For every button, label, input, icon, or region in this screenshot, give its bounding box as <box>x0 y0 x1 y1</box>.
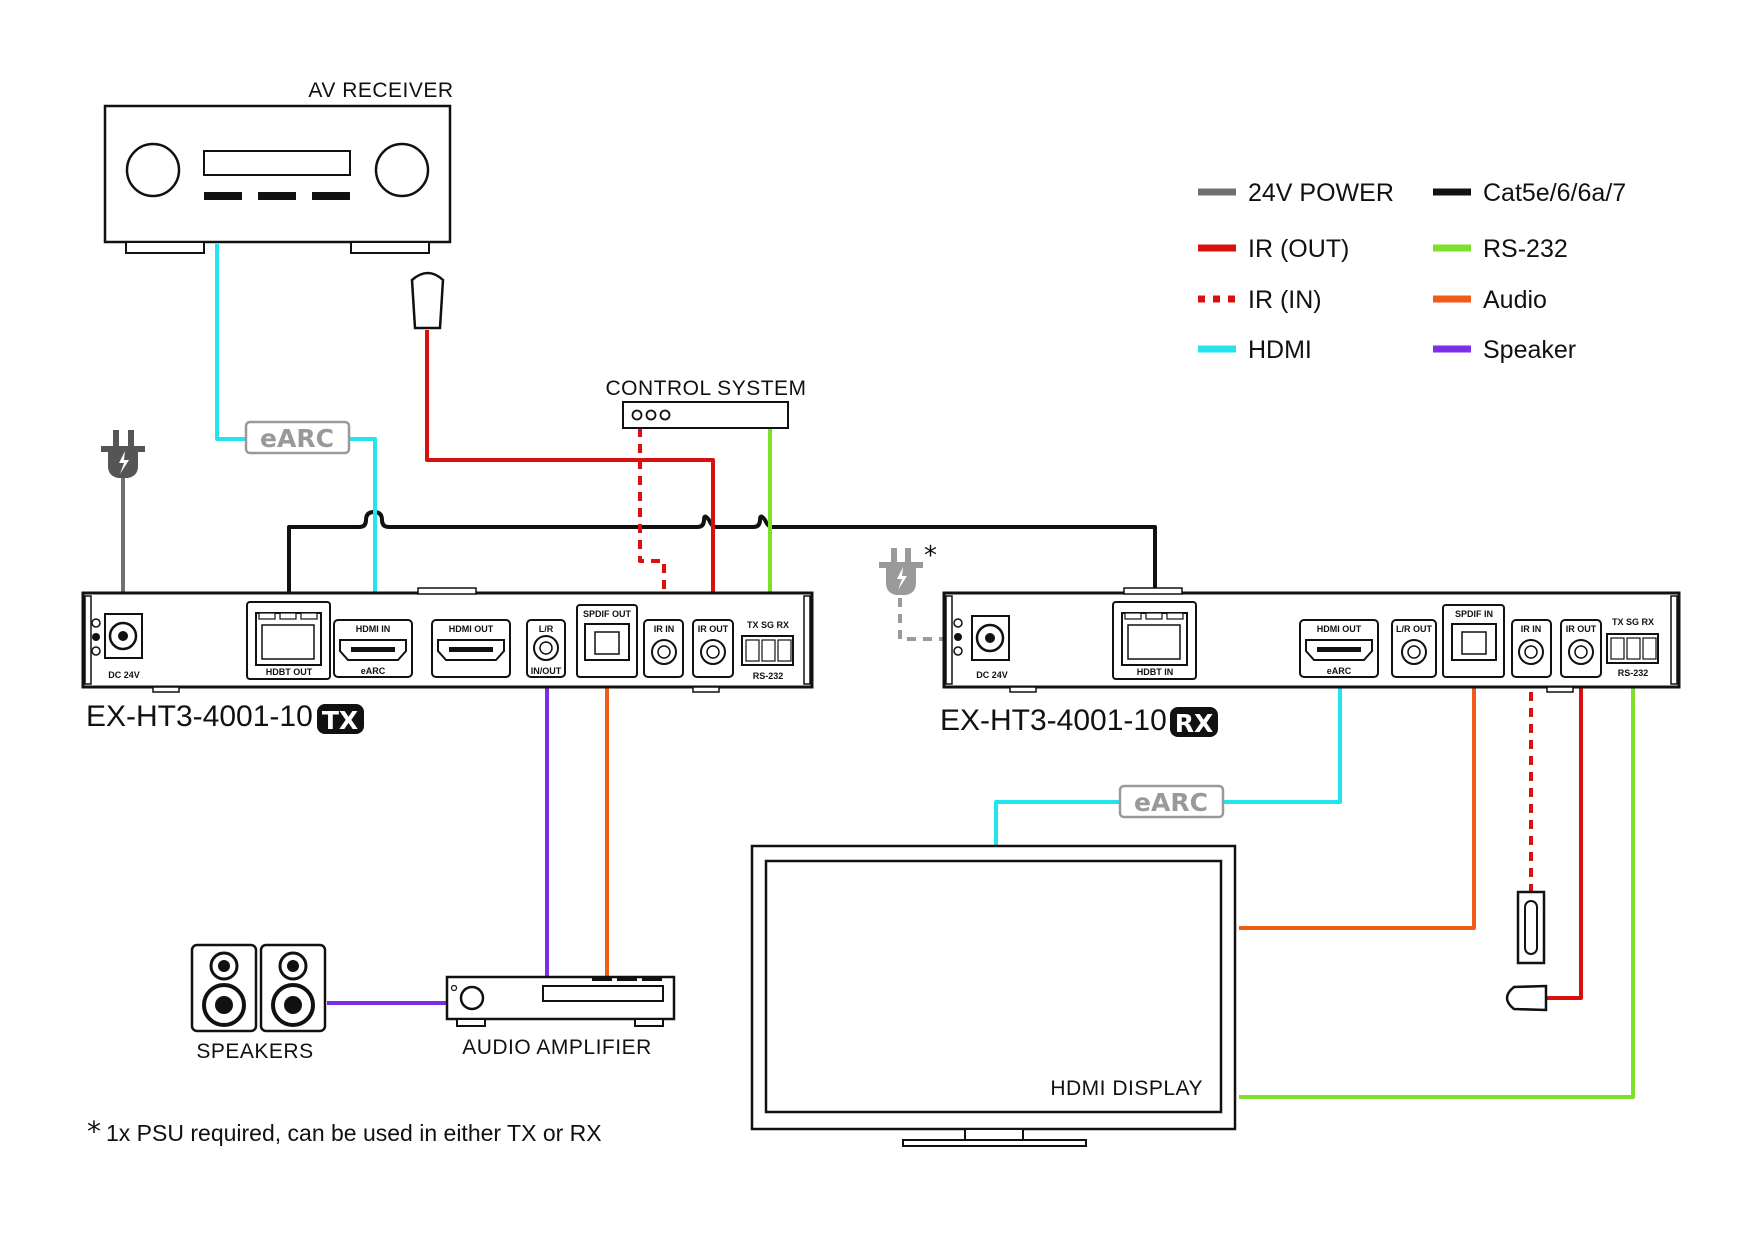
control-system-label: CONTROL SYSTEM <box>605 377 806 400</box>
rx-ir-out-label: IR OUT <box>1566 624 1597 634</box>
speaker-left-icon <box>190 943 258 1033</box>
legend-label-speaker: Speaker <box>1483 336 1576 364</box>
rx-hdmi-out-port: HDMI OUT eARC <box>1299 619 1379 678</box>
legend-label-24v-power: 24V POWER <box>1248 179 1394 207</box>
earc-badge-bottom-text: eARC <box>1134 788 1208 817</box>
rx-unit: DC 24V HDBT IN HDMI OUT eARC L/R OUT <box>940 587 1681 738</box>
rx-badge <box>1170 707 1218 737</box>
legend-label-audio: Audio <box>1483 286 1547 314</box>
tx-lr-port: L/R IN/OUT <box>526 619 566 678</box>
tx-hdmi-in-port: HDMI IN eARC <box>333 619 413 678</box>
tx-hdbt-port: HDBT OUT <box>246 601 331 680</box>
legend: 24V POWER Cat5e/6/6a/7 IR (OUT) RS-232 IR (I… <box>1198 179 1626 364</box>
psu-asterisk: * <box>924 541 937 571</box>
earc-badge-bottom: eARC <box>1118 784 1225 819</box>
footnote-text: 1x PSU required, can be used in either T… <box>106 1120 602 1146</box>
rx-ir-in-port: IR IN <box>1511 619 1552 678</box>
receiver-knob-right-icon <box>374 142 430 198</box>
tx-ir-in-port: IR IN <box>643 619 684 678</box>
rx-dc-port: DC 24V <box>971 615 1010 680</box>
control-system: CONTROL SYSTEM <box>605 377 806 429</box>
amplifier-knob-icon <box>459 985 485 1011</box>
hdmi-display: HDMI DISPLAY <box>750 844 1237 1147</box>
tx-lr-sub: IN/OUT <box>531 666 562 676</box>
legend-label-ir-in: IR (IN) <box>1248 286 1322 314</box>
rx-ir-in-label: IR IN <box>1521 624 1542 634</box>
legend-label-rs-232: RS-232 <box>1483 235 1568 263</box>
rx-spdif-label: SPDIF IN <box>1455 609 1493 619</box>
rx-hdmi-out-label: HDMI OUT <box>1317 624 1362 634</box>
tx-badge <box>317 704 364 734</box>
tx-spdif-label: SPDIF OUT <box>583 609 632 619</box>
rx-lr-out-port: L/R OUT <box>1391 619 1437 678</box>
psu-optional-wire <box>898 598 980 641</box>
tx-ir-in-label: IR IN <box>654 624 675 634</box>
tx-hdmi-in-sub: eARC <box>361 666 386 676</box>
ir-emitter-rx-icon <box>1505 984 1548 1012</box>
tx-badge-text: TX <box>322 706 358 735</box>
ir-receiver-eye-icon <box>1516 890 1546 965</box>
tx-hdmi-in-label: HDMI IN <box>356 624 391 634</box>
rx-model-label: EX-HT3-4001-10 <box>940 704 1167 737</box>
earc-badge-top: eARC <box>244 420 351 455</box>
tx-spdif-port: SPDIF OUT <box>576 604 638 678</box>
footnote: * 1x PSU required, can be used in either… <box>87 1115 602 1148</box>
rx-spdif-port: SPDIF IN <box>1442 604 1505 678</box>
tx-dc-port: DC 24V <box>104 613 143 680</box>
speakers: SPEAKERS <box>190 943 327 1063</box>
cat-cable-wire <box>287 510 1157 648</box>
tx-lr-label: L/R <box>539 624 554 634</box>
audio-amplifier: AUDIO AMPLIFIER <box>445 975 676 1059</box>
ir-emitter-top-icon <box>410 271 445 330</box>
psu-optional-plug-icon: * <box>879 541 937 595</box>
audio-display-wire <box>1239 680 1476 930</box>
rx-hdbt-label: HDBT IN <box>1137 667 1174 677</box>
rx-lr-out-label: L/R OUT <box>1396 624 1432 634</box>
rx-ir-out-port: IR OUT <box>1560 619 1602 678</box>
tx-hdmi-out-label: HDMI OUT <box>449 624 494 634</box>
rx-hdmi-out-sub: eARC <box>1327 666 1352 676</box>
audio-amplifier-label: AUDIO AMPLIFIER <box>462 1036 652 1059</box>
av-receiver-label: AV RECEIVER <box>308 79 453 102</box>
rx-dc-label: DC 24V <box>976 670 1008 680</box>
legend-label-ir-out: IR (OUT) <box>1248 235 1349 263</box>
tx-hdmi-out-port: HDMI OUT <box>431 619 511 678</box>
rx-rs232-port: TX SG RX RS-232 <box>1606 617 1659 678</box>
tx-ir-out-label: IR OUT <box>698 624 729 634</box>
rs232-rx-wire <box>1239 668 1635 1099</box>
power-plug-icon <box>101 430 145 478</box>
legend-label-cat5e-6-6a-7: Cat5e/6/6a/7 <box>1483 179 1626 207</box>
footnote-star: * <box>87 1115 101 1148</box>
rx-badge-text: RX <box>1175 709 1214 738</box>
receiver-knob-left-icon <box>125 142 181 198</box>
tx-unit: DC 24V HDBT OUT HDMI IN eARC HDMI OUT <box>81 587 814 735</box>
earc-badge-top-text: eARC <box>260 424 334 453</box>
tx-dc-label: DC 24V <box>108 670 140 680</box>
tx-rs232-top-label: TX SG RX <box>747 620 789 630</box>
speakers-label: SPEAKERS <box>196 1040 313 1063</box>
tx-rs232-label: RS-232 <box>753 671 784 681</box>
tx-model-label: EX-HT3-4001-10 <box>86 700 313 733</box>
ir-out-tx-wire <box>425 330 715 648</box>
rx-rs232-top-label: TX SG RX <box>1612 617 1654 627</box>
tx-rs232-port: TX SG RX RS-232 <box>741 620 794 681</box>
speaker-right-icon <box>259 943 327 1033</box>
rx-rs232-label: RS-232 <box>1618 668 1649 678</box>
rx-hdbt-port: HDBT IN <box>1112 601 1197 680</box>
hdmi-display-label: HDMI DISPLAY <box>1050 1077 1203 1100</box>
tx-ir-out-port: IR OUT <box>692 619 734 678</box>
av-receiver: AV RECEIVER <box>103 79 453 254</box>
legend-label-hdmi: HDMI <box>1248 336 1312 364</box>
ir-out-rx-wire <box>1546 660 1583 1000</box>
tx-hdbt-label: HDBT OUT <box>266 667 313 677</box>
